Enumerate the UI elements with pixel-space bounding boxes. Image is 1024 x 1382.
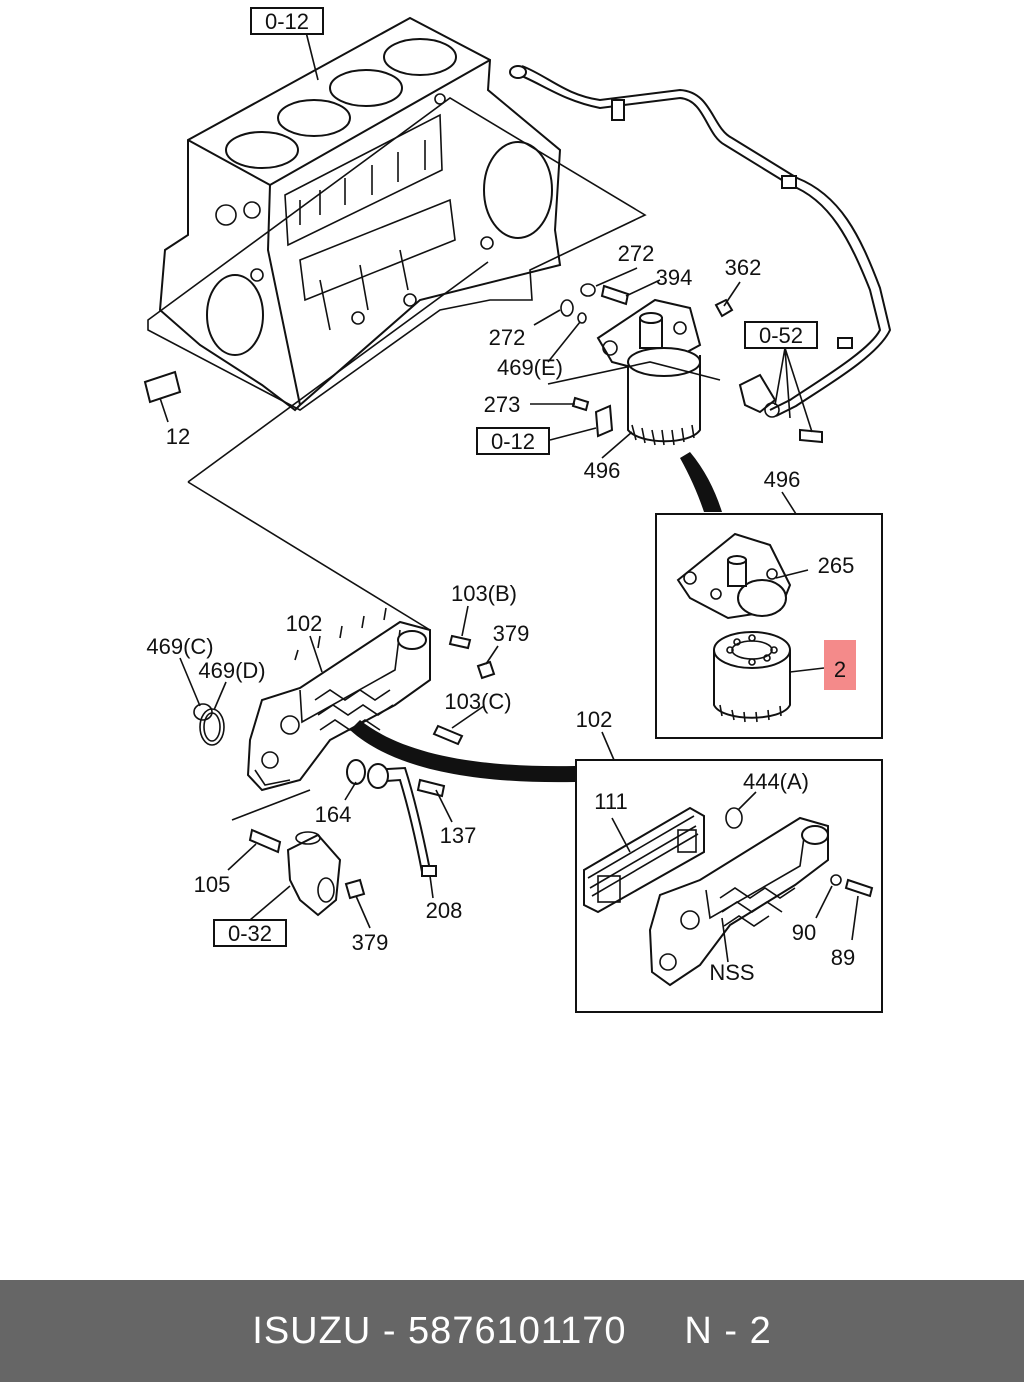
ref-box-0-12-mid: [476, 427, 550, 455]
engine-block: [158, 16, 562, 412]
label-89: 89: [831, 945, 855, 970]
footer-ref: N - 2: [684, 1309, 772, 1352]
footer-part-number: 5876101170: [408, 1309, 627, 1352]
ref-label-0-12-mid: 0-12: [491, 429, 535, 454]
label-102-a: 102: [286, 611, 323, 636]
filter-element-2: [713, 631, 791, 723]
label-362: 362: [725, 255, 762, 280]
ref-box-0-32: [213, 919, 287, 947]
ref-label-0-12-top: 0-12: [265, 9, 309, 34]
label-111: 111: [594, 789, 627, 814]
oil-filter-assembly: [596, 298, 702, 446]
footer-bar: ISUZU - 5876101170 N - 2: [0, 1280, 1024, 1382]
cooler-element-111: [583, 806, 705, 914]
label-105: 105: [194, 872, 231, 897]
parts-diagram: 0-12 0-52 0-12 0-32 272 394 362 272 469(…: [143, 7, 892, 1013]
label-272-a: 272: [618, 241, 655, 266]
highlight-2: [824, 640, 856, 690]
label-137: 137: [440, 823, 477, 848]
label-102-b: 102: [576, 707, 613, 732]
label-208: 208: [426, 898, 463, 923]
label-469c: 469(C): [146, 634, 213, 659]
label-379-a: 379: [493, 621, 530, 646]
footer-separator: -: [382, 1309, 397, 1352]
footer-brand: ISUZU: [252, 1309, 372, 1352]
label-496-b: 496: [764, 467, 801, 492]
label-265: 265: [818, 553, 855, 578]
label-164: 164: [315, 802, 352, 827]
filter-head: [676, 532, 792, 620]
label-469e: 469(E): [497, 355, 563, 380]
label-103b: 103(B): [451, 581, 517, 606]
label-2: 2: [834, 657, 846, 682]
ref-box-0-12-top: [250, 7, 324, 35]
label-394: 394: [656, 265, 693, 290]
ref-label-0-32: 0-32: [228, 921, 272, 946]
label-496-a: 496: [584, 458, 621, 483]
label-469d: 469(D): [198, 658, 265, 683]
label-379-b: 379: [352, 930, 389, 955]
ref-label-0-52: 0-52: [759, 323, 803, 348]
label-12: 12: [166, 424, 190, 449]
footer-gap: [627, 1310, 685, 1353]
footer-sep-2: [396, 1310, 408, 1353]
ref-box-0-52: [744, 321, 818, 349]
oil-pipe: [509, 65, 892, 418]
label-444a: 444(A): [743, 769, 809, 794]
label-90: 90: [792, 920, 816, 945]
label-272-b: 272: [489, 325, 526, 350]
label-103c: 103(C): [444, 689, 511, 714]
label-273: 273: [484, 392, 521, 417]
oil-cooler: [246, 607, 431, 792]
cooler-housing: [648, 816, 829, 987]
label-nss: NSS: [709, 960, 754, 985]
footer-sep-1: [371, 1310, 383, 1353]
